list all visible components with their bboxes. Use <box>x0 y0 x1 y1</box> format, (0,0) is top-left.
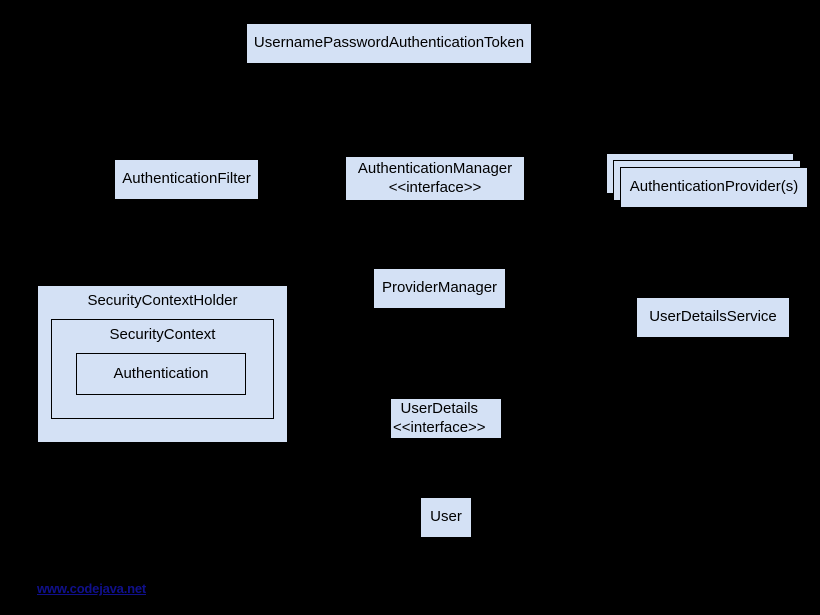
node-provider-manager: ProviderManager <box>373 268 506 309</box>
security-context-holder-label: SecurityContextHolder <box>87 292 238 309</box>
node-authentication-providers: AuthenticationProvider(s) <box>620 167 808 208</box>
footer-link[interactable]: www.codejava.net <box>37 581 147 596</box>
node-username-password-authentication-token: UsernamePasswordAuthenticationToken <box>246 23 532 64</box>
security-context-label: SecurityContext <box>109 326 216 343</box>
node-authentication: Authentication <box>76 353 246 395</box>
node-security-context-holder: SecurityContextHolder SecurityContext Au… <box>38 286 287 442</box>
node-authentication-filter: AuthenticationFilter <box>114 159 259 200</box>
node-user-details: UserDetails <<interface>> <box>390 398 502 439</box>
node-user: User <box>420 497 472 538</box>
node-user-details-service: UserDetailsService <box>636 297 790 338</box>
node-authentication-manager: AuthenticationManager <<interface>> <box>345 156 525 201</box>
node-security-context: SecurityContext Authentication <box>51 319 274 419</box>
